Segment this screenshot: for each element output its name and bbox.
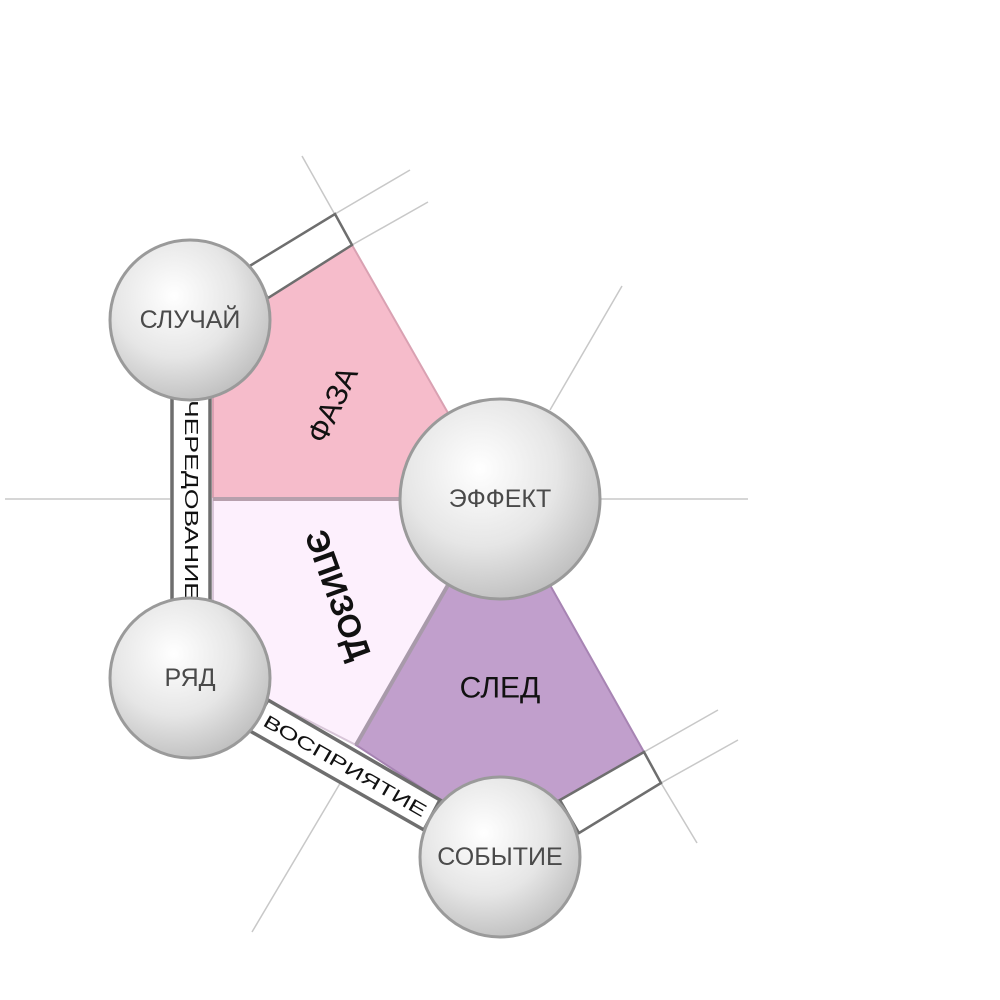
node-sphere bbox=[108, 596, 272, 760]
guide-line-bottom-b bbox=[660, 739, 739, 784]
region-divider-diagonal bbox=[354, 584, 450, 746]
guide-line-bottom-c bbox=[660, 782, 698, 844]
node-sphere bbox=[108, 238, 272, 402]
node-sphere bbox=[398, 397, 602, 601]
node-ryad: РЯД bbox=[108, 596, 272, 760]
edge-label-cheredovanie: ЧЕРЕДОВАНИЕ bbox=[181, 400, 201, 600]
node-label-ryad: РЯД bbox=[164, 664, 215, 692]
guide-line-lower-left bbox=[251, 774, 346, 933]
guide-line-top-b bbox=[334, 169, 411, 215]
band-cheredovanie bbox=[170, 390, 212, 610]
guide-line-top-c bbox=[351, 201, 429, 246]
guide-line-bottom-a bbox=[643, 709, 719, 753]
guide-line-upper-right bbox=[549, 285, 623, 411]
edge-cheredovanie: ЧЕРЕДОВАНИЕ bbox=[170, 390, 212, 610]
node-sphere bbox=[418, 775, 582, 939]
node-label-effekt: ЭФФЕКТ bbox=[449, 485, 552, 513]
node-sobytie: СОБЫТИЕ bbox=[418, 775, 582, 939]
node-label-sobytie: СОБЫТИЕ bbox=[437, 843, 562, 871]
region-label-sled: СЛЕД bbox=[460, 672, 541, 705]
node-effekt: ЭФФЕКТ bbox=[398, 397, 602, 601]
node-sluchay: СЛУЧАЙ bbox=[108, 238, 272, 402]
node-label-sluchay: СЛУЧАЙ bbox=[140, 304, 241, 334]
guide-lines bbox=[5, 155, 748, 933]
